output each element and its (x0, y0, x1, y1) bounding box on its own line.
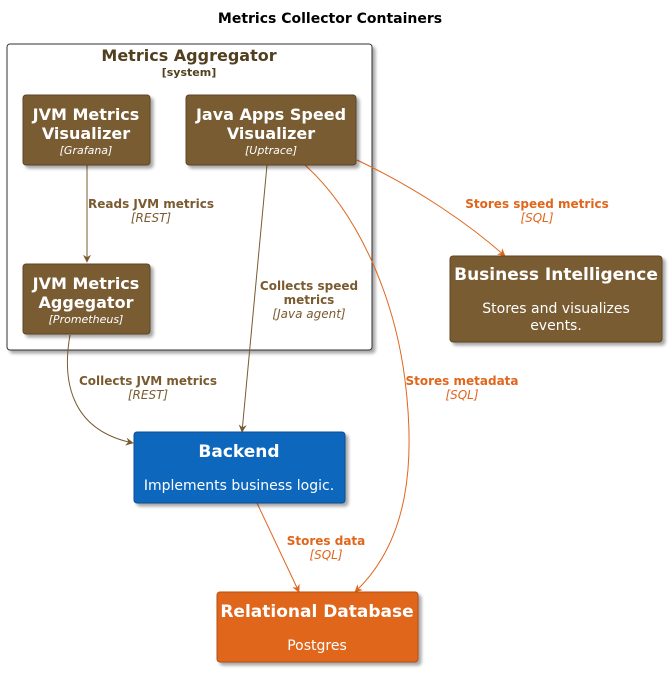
node-jvm-metrics-visualizer-title-2: Visualizer (42, 124, 130, 143)
node-business-intelligence-desc-2: events. (530, 318, 582, 334)
edge-stores-data (256, 502, 300, 593)
edge-label-stores-data: Stores data (287, 534, 366, 548)
node-business-intelligence-title: Business Intelligence (454, 265, 658, 285)
system-boundary-type: [system] (162, 66, 217, 79)
node-relational-database-desc: Postgres (287, 638, 347, 654)
edge-label-collects-speed-2: metrics (284, 293, 335, 307)
node-jvm-metrics-aggegator-tech: [Prometheus] (49, 313, 124, 326)
node-relational-database-box (216, 591, 419, 663)
edge-label-reads-jvm: Reads JVM metrics (88, 197, 214, 211)
node-java-apps-speed-visualizer-tech: [Uptrace] (245, 144, 297, 157)
node-jvm-metrics-visualizer-title-1: JVM Metrics (32, 105, 140, 124)
node-business-intelligence-box (449, 255, 663, 343)
diagram-title: Metrics Collector Containers (218, 11, 442, 27)
node-relational-database[interactable]: Relational Database Postgres (216, 591, 419, 663)
node-jvm-metrics-visualizer-tech: [Grafana] (60, 144, 113, 157)
node-jvm-metrics-visualizer[interactable]: JVM Metrics Visualizer [Grafana] (22, 94, 151, 166)
edge-collects-speed-metrics (238, 164, 268, 433)
node-jvm-metrics-aggegator-box (22, 263, 151, 335)
node-business-intelligence[interactable]: Business Intelligence Stores and visuali… (449, 255, 663, 343)
node-jvm-metrics-visualizer-box (22, 94, 151, 166)
node-backend[interactable]: Backend Implements business logic. (133, 431, 346, 504)
edge-tech-reads-jvm: [REST] (131, 211, 172, 225)
node-relational-database-title: Relational Database (220, 602, 413, 622)
edge-label-stores-speed: Stores speed metrics (465, 197, 608, 211)
edge-label-collects-speed-1: Collects speed (260, 279, 358, 293)
edge-tech-stores-speed: [SQL] (520, 211, 553, 225)
edge-tech-collects-speed: [Java agent] (272, 307, 346, 321)
node-business-intelligence-desc-1: Stores and visualizes (482, 301, 630, 317)
edge-label-collects-jvm: Collects JVM metrics (79, 374, 217, 388)
edge-collects-jvm-metrics (66, 334, 134, 446)
edge-label-stores-metadata: Stores metadata (406, 374, 519, 388)
node-backend-box (133, 431, 346, 504)
edge-stores-speed-metrics (356, 159, 506, 257)
node-java-apps-speed-visualizer-title-2: Visualizer (227, 124, 315, 143)
system-boundary-name: Metrics Aggregator (101, 46, 276, 65)
edge-tech-collects-jvm: [REST] (128, 388, 169, 402)
node-jvm-metrics-aggegator-title-2: Aggegator (39, 293, 134, 312)
edge-tech-stores-metadata: [SQL] (445, 388, 478, 402)
edge-stores-metadata (304, 164, 410, 593)
node-jvm-metrics-aggegator-title-1: JVM Metrics (32, 274, 140, 293)
node-java-apps-speed-visualizer[interactable]: Java Apps Speed Visualizer [Uptrace] (185, 94, 357, 166)
node-backend-desc: Implements business logic. (144, 478, 334, 494)
node-jvm-metrics-aggegator[interactable]: JVM Metrics Aggegator [Prometheus] (22, 263, 151, 335)
node-java-apps-speed-visualizer-title-1: Java Apps Speed (195, 105, 346, 124)
node-java-apps-speed-visualizer-box (185, 94, 357, 166)
node-backend-title: Backend (198, 442, 279, 462)
edge-tech-stores-data: [SQL] (309, 548, 342, 562)
